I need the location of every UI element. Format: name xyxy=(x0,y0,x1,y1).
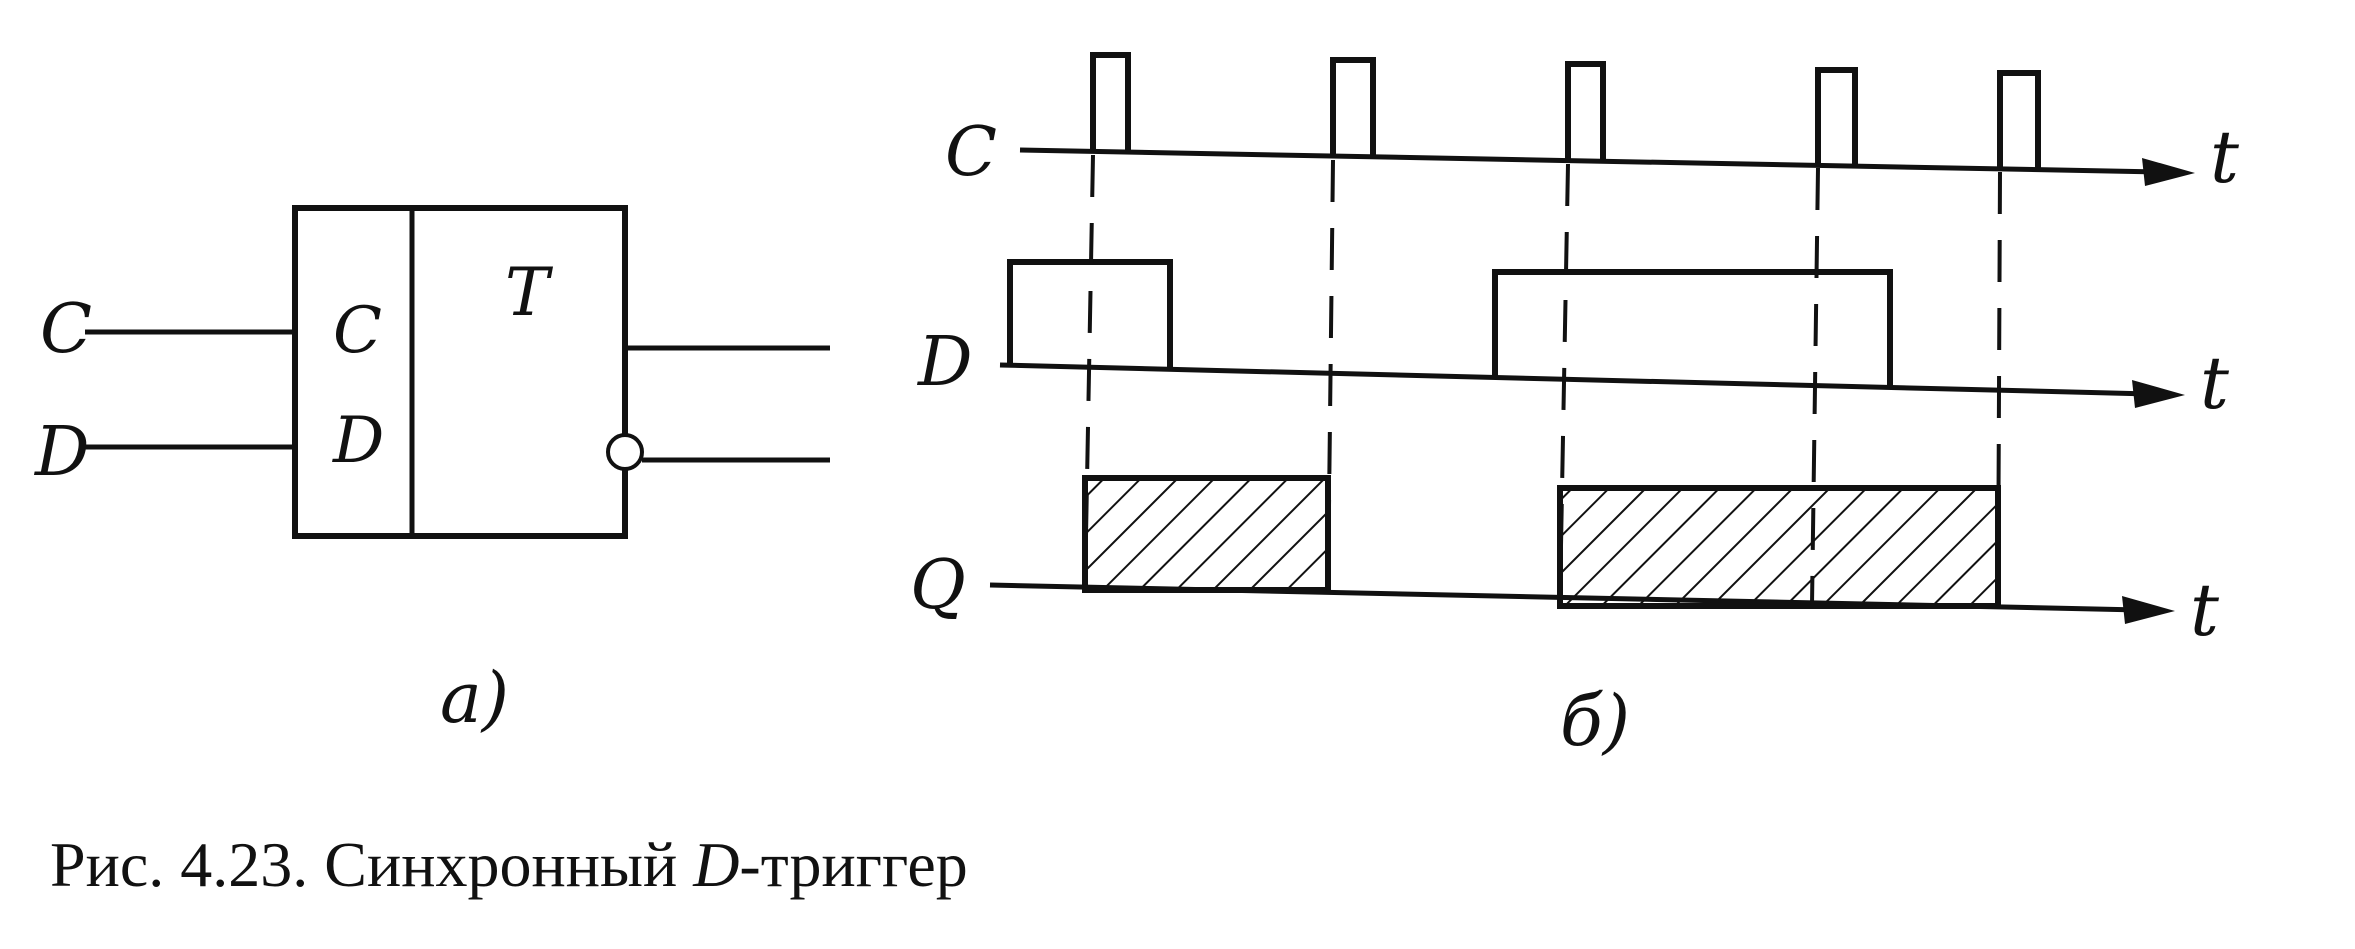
clock-pulse xyxy=(1997,70,2041,170)
trigger-box xyxy=(292,205,628,539)
figure-caption: Рис. 4.23. Синхронный D-триггер xyxy=(50,828,968,902)
axis-d-time-label: t xyxy=(2200,341,2230,425)
clock-pulse xyxy=(1565,61,1606,162)
axis-c-arrow xyxy=(2142,158,2195,186)
sync-line xyxy=(1083,154,1095,591)
signal-label-d: D xyxy=(916,323,973,402)
output-pulses xyxy=(1082,475,2001,609)
caption-suffix: -триггер xyxy=(739,829,968,900)
clock-pulses xyxy=(1090,52,2041,170)
panel-a-label: а) xyxy=(440,657,509,739)
caption-italic: D xyxy=(693,829,740,900)
panel-b-label: б) xyxy=(1560,680,1630,762)
sync-line xyxy=(1326,159,1335,593)
axis-d xyxy=(999,362,2151,397)
clock-pulse xyxy=(1090,52,1131,153)
input-label-c: C xyxy=(40,290,92,369)
sync-line xyxy=(1996,171,2002,609)
data-pulse xyxy=(1492,269,1893,388)
signal-label-c: C xyxy=(945,113,997,192)
sync-line xyxy=(1558,163,1570,601)
axis-c xyxy=(1019,147,2161,175)
sync-lines xyxy=(1083,154,2002,609)
axis-d-arrow xyxy=(2132,380,2185,408)
clock-pulse xyxy=(1815,67,1858,167)
box-title-t: T xyxy=(505,254,554,331)
inversion-circle xyxy=(606,433,644,471)
timing-diagram: C D Q t t t xyxy=(910,52,2240,762)
box-input-label-d: D xyxy=(332,404,384,478)
axis-q-time-label: t xyxy=(2190,568,2220,652)
axis-q-arrow xyxy=(2122,596,2175,624)
output-pulse xyxy=(1082,475,1331,593)
output-pulse xyxy=(1557,485,2001,609)
input-label-d: D xyxy=(33,413,90,492)
flip-flop-symbol: C D C D T а) xyxy=(33,205,830,739)
clock-pulse xyxy=(1330,57,1376,158)
box-input-label-c: C xyxy=(333,294,382,368)
signal-label-q: Q xyxy=(910,546,966,625)
caption-prefix: Рис. 4.23. Синхронный xyxy=(50,829,694,900)
axis-c-time-label: t xyxy=(2210,115,2240,199)
sync-line xyxy=(1810,167,1820,606)
